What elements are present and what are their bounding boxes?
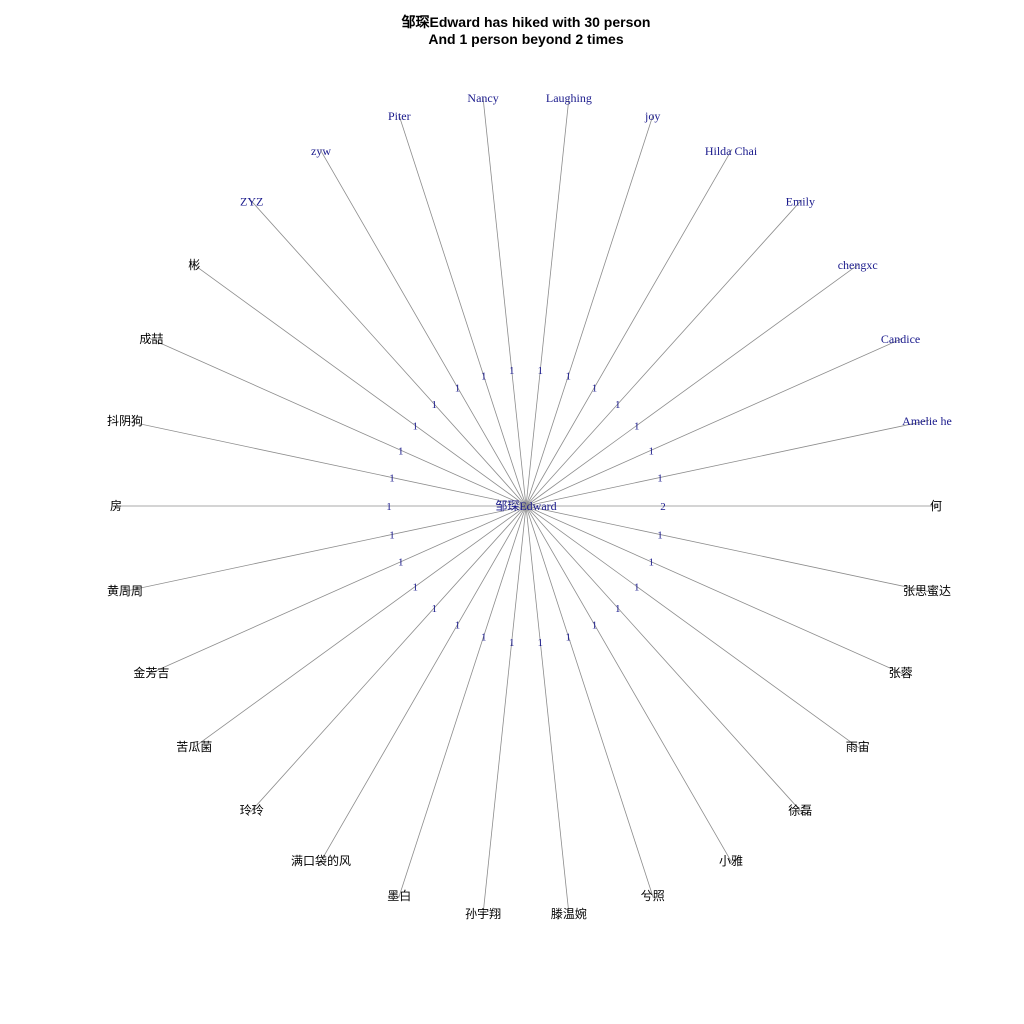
edge-4 <box>525 199 802 507</box>
edge-weight-label-8: 1 <box>509 365 515 377</box>
node-label-29: 张思蜜达 <box>903 583 951 598</box>
edge-28 <box>525 505 903 674</box>
edge-weight-label-4: 1 <box>615 399 621 411</box>
edge-weight-label-27: 1 <box>634 582 640 594</box>
edge-18 <box>192 505 527 749</box>
edge-8 <box>482 96 527 507</box>
node-label-12: 彬 <box>188 258 200 272</box>
edge-7 <box>525 96 570 507</box>
edge-weight-label-6: 1 <box>566 371 572 383</box>
edge-weight-label-11: 1 <box>432 399 438 411</box>
edge-weight-label-16: 1 <box>389 530 395 542</box>
node-label-21: 墨白 <box>387 888 411 903</box>
node-label-22: 孙宇翔 <box>465 907 501 921</box>
edge-19 <box>250 505 527 813</box>
edge-10 <box>319 148 527 507</box>
node-label-5: Hilda Chai <box>705 144 758 158</box>
edge-3 <box>525 263 860 507</box>
node-label-17: 金芳吉 <box>133 665 169 680</box>
edge-27 <box>525 505 860 749</box>
node-label-4: Emily <box>786 194 815 208</box>
node-label-6: joy <box>644 109 660 123</box>
node-label-18: 苦瓜菌 <box>176 740 212 754</box>
edge-weight-label-3: 1 <box>634 421 640 433</box>
node-label-3: chengxc <box>838 258 878 272</box>
edge-5 <box>525 148 733 507</box>
node-label-13: 成喆 <box>139 332 163 346</box>
edge-17 <box>149 505 527 674</box>
edge-12 <box>192 263 527 507</box>
node-label-25: 小雅 <box>719 853 743 868</box>
edge-weight-label-17: 1 <box>398 557 404 569</box>
edge-weight-label-20: 1 <box>455 620 461 632</box>
graph-title-line-2: And 1 person beyond 2 times <box>428 31 623 47</box>
center-node-label: 邹琛Edward <box>495 499 556 513</box>
node-label-9: Piter <box>388 109 411 123</box>
graph-title-line-1: 邹琛Edward has hiked with 30 person <box>401 14 651 30</box>
edge-weight-label-7: 1 <box>538 365 544 377</box>
edge-6 <box>525 114 654 507</box>
edge-weight-label-19: 1 <box>432 603 438 615</box>
node-label-1: Amelie he <box>902 414 952 428</box>
edge-weight-label-14: 1 <box>389 473 395 485</box>
edge-weight-label-23: 1 <box>538 637 544 649</box>
node-label-8: Nancy <box>467 91 498 105</box>
edge-2 <box>525 338 903 507</box>
edge-24 <box>525 505 654 898</box>
edge-weight-label-9: 1 <box>481 371 487 383</box>
edge-weight-label-21: 1 <box>481 631 487 643</box>
edge-23 <box>525 505 570 916</box>
edge-weight-label-10: 1 <box>455 382 461 394</box>
edge-weight-label-1: 1 <box>657 473 663 485</box>
edge-14 <box>122 419 527 507</box>
edge-weight-label-25: 1 <box>592 620 598 632</box>
edge-25 <box>525 505 733 863</box>
node-label-26: 徐磊 <box>788 803 812 818</box>
edge-13 <box>149 338 527 507</box>
edge-weight-label-18: 1 <box>412 582 418 594</box>
node-label-15: 房 <box>110 498 122 513</box>
node-label-23: 滕温婉 <box>551 906 587 921</box>
edge-weight-label-24: 1 <box>566 631 572 643</box>
node-label-14: 抖阴狗 <box>107 414 143 428</box>
node-label-11: ZYZ <box>240 194 263 208</box>
node-label-7: Laughing <box>546 91 592 105</box>
edge-weight-label-12: 1 <box>412 421 418 433</box>
edge-9 <box>398 114 527 507</box>
edge-weight-label-29: 1 <box>657 530 663 542</box>
edge-weight-label-22: 1 <box>509 637 515 649</box>
node-labels-group: 何 Amelie he Candice chengxc Emily Hilda Chai j… <box>107 91 952 921</box>
edge-16 <box>122 505 527 593</box>
node-label-10: zyw <box>311 144 331 158</box>
node-label-27: 雨宙 <box>846 739 870 754</box>
node-label-24: 兮照 <box>641 889 665 903</box>
edge-weight-label-15: 1 <box>386 501 392 513</box>
edge-weight-label-28: 1 <box>648 557 654 569</box>
edge-11 <box>250 199 527 507</box>
edge-26 <box>525 505 802 813</box>
node-label-19: 玲玲 <box>240 804 264 818</box>
edge-20 <box>319 505 527 863</box>
node-label-2: Candice <box>881 332 920 346</box>
edge-weight-label-26: 1 <box>615 603 621 615</box>
node-label-20: 满口袋的风 <box>291 853 351 868</box>
edge-weight-label-0: 2 <box>660 501 666 513</box>
edge-weight-label-5: 1 <box>592 382 598 394</box>
edges-group <box>114 96 938 916</box>
node-label-0: 何 <box>930 499 942 513</box>
edge-22 <box>482 505 527 916</box>
edge-1 <box>525 419 930 507</box>
node-label-16: 黄周周 <box>107 584 143 598</box>
edge-21 <box>398 505 527 898</box>
node-label-28: 张蓉 <box>889 666 913 680</box>
edge-weight-label-2: 1 <box>648 445 654 457</box>
edge-labels-group: 2 1 1 1 1 1 1 1 1 1 1 1 1 1 1 1 1 1 1 1 1 1 1 1 1 1 1 1 1 1 <box>386 365 666 649</box>
edge-weight-label-13: 1 <box>398 445 404 457</box>
edge-29 <box>525 505 930 593</box>
